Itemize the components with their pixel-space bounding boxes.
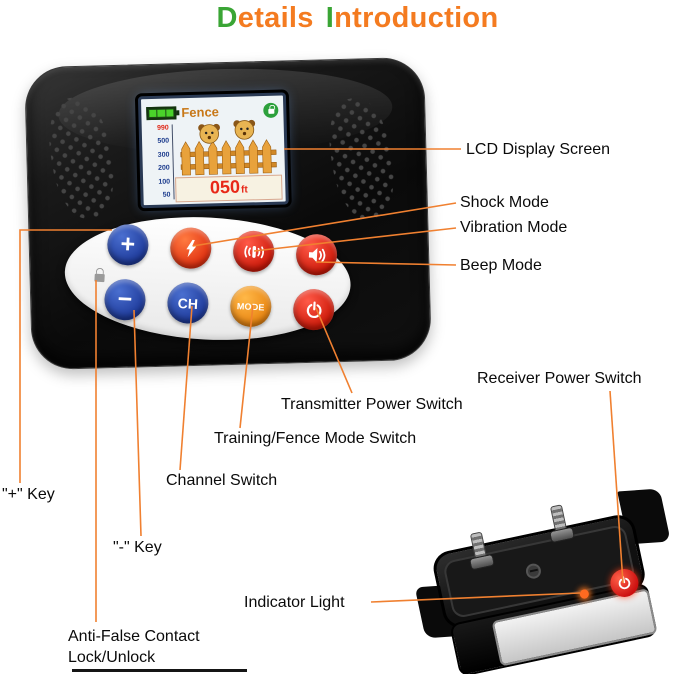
receiver-device [414, 488, 671, 674]
callout-anti-false-line2: Lock/Unlock [68, 649, 156, 666]
callout-plus-key: "+" Key [2, 486, 55, 503]
callout-lcd-display: LCD Display Screen [466, 141, 611, 158]
power-icon [618, 576, 631, 590]
lcd-mode-text: Fence [181, 103, 220, 120]
minus-button-label: − [116, 284, 134, 314]
vibration-mode-button [232, 229, 276, 273]
scale-value: 500 [157, 137, 170, 146]
vibration-icon [243, 245, 264, 258]
callout-beep-mode: Beep Mode [460, 257, 542, 274]
scale-value: 300 [157, 151, 170, 159]
beep-mode-button [295, 233, 339, 277]
callout-channel-switch: Channel Switch [166, 472, 278, 489]
channel-button: CH [166, 281, 210, 325]
receiver-body [413, 482, 679, 674]
shock-mode-button [169, 226, 213, 270]
plus-button: + [106, 223, 150, 267]
mode-button-label: MODE [236, 300, 265, 313]
bottom-divider-line [72, 669, 247, 672]
power-icon [306, 300, 322, 318]
scale-value: 100 [158, 178, 171, 186]
callout-indicator-light: Indicator Light [244, 594, 345, 611]
minus-button: − [103, 278, 147, 322]
page-title: Details Introduction [0, 2, 679, 35]
channel-button-label: CH [177, 294, 199, 312]
scale-value: 990 [156, 124, 169, 132]
callout-receiver-power: Receiver Power Switch [477, 370, 642, 387]
scale-value: 50 [162, 191, 171, 199]
callout-shock-mode: Shock Mode [460, 194, 549, 211]
callout-mode-switch: Training/Fence Mode Switch [214, 430, 417, 447]
dog-icon [233, 119, 256, 140]
title-rest-1: etails [237, 2, 314, 34]
scale-value: 200 [158, 164, 170, 172]
distance-scale: 990 500 300 200 100 50 [146, 124, 175, 201]
anti-false-lock-icon [94, 273, 105, 283]
title-rest-2: ntroduction [334, 2, 499, 34]
transmitter-power-button [292, 288, 336, 332]
speaker-grill-left-icon [41, 92, 122, 223]
transmitter-device: Fence 990 500 300 200 100 50 [24, 56, 432, 371]
lightning-icon [185, 239, 196, 257]
distance-unit: ft [240, 184, 248, 196]
battery-icon [146, 105, 177, 120]
speaker-icon [308, 247, 325, 262]
distance-value: 050 [209, 176, 241, 198]
callout-anti-false-lock: Anti-False Contact Lock/Unlock [68, 626, 200, 668]
lcd-display: Fence 990 500 300 200 100 50 [137, 92, 289, 209]
button-pad: + − CH [61, 210, 354, 347]
plus-button-label: + [119, 229, 136, 259]
mode-button: MODE [229, 284, 273, 328]
lock-status-icon [263, 102, 279, 118]
callout-minus-key: "-" Key [113, 539, 162, 556]
title-initial-2: I [325, 2, 335, 34]
callout-transmitter-power: Transmitter Power Switch [281, 396, 463, 413]
title-initial-1: D [216, 2, 238, 34]
callout-anti-false-line1: Anti-False Contact [68, 628, 200, 645]
dog-icon [198, 123, 220, 144]
callout-vibration-mode: Vibration Mode [460, 219, 568, 236]
speaker-grill-right-icon [321, 93, 402, 224]
fence-dogs-graphic [180, 119, 277, 176]
